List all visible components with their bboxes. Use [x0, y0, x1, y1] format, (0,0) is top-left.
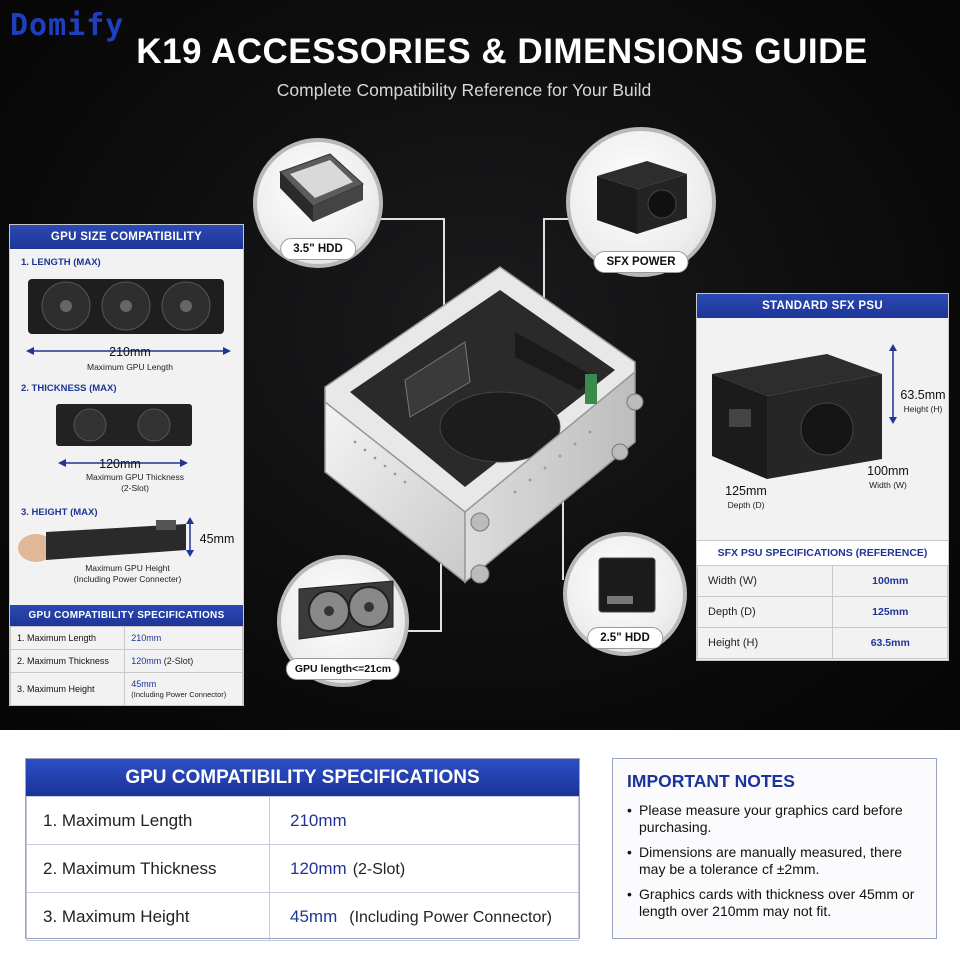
notes-title: IMPORTANT NOTES: [627, 771, 795, 791]
table-row: Depth (D) 125mm: [696, 596, 948, 628]
leader-line: [562, 480, 564, 580]
gpu-height-icon: [18, 520, 186, 562]
gpu-icon: [298, 580, 394, 640]
table-row: 2. Maximum Thickness 120mm (2-Slot): [9, 649, 243, 673]
psu-depth-value: 125mm: [725, 484, 767, 498]
length-value: 210mm: [109, 345, 151, 359]
gpu-mini-spec-table: GPU COMPATIBILITY SPECIFICATIONS 1. Maxi…: [9, 605, 243, 706]
important-notes: IMPORTANT NOTES Please measure your grap…: [612, 758, 937, 939]
sfx-psu-header: STANDARD SFX PSU: [697, 294, 948, 318]
leader-line: [375, 218, 445, 220]
page-title: K19 ACCESSORIES & DIMENSIONS GUIDE: [136, 32, 868, 71]
thickness-label: 2. THICKNESS (MAX): [21, 383, 117, 394]
psu-3d-icon: [712, 354, 882, 479]
table-row: 1. Maximum Length 210mm: [9, 626, 243, 650]
ssd-callout: 2.5" HDD: [563, 532, 687, 656]
sfx-power-callout: SFX POWER: [566, 127, 716, 277]
height-label: 3. HEIGHT (MAX): [21, 507, 98, 518]
length-caption: Maximum GPU Length: [87, 362, 173, 372]
table-row: 3. Maximum Height 45mm(Including Power C…: [26, 892, 579, 941]
gpu-length-icon: [28, 279, 224, 334]
table-row: 2. Maximum Thickness 120mm(2-Slot): [26, 844, 579, 893]
height-value: 45mm: [199, 532, 235, 546]
thickness-caption: Maximum GPU Thickness (2-Slot): [85, 472, 185, 493]
table-row: Height (H) 63.5mm: [696, 627, 948, 659]
table-row: 3. Maximum Height 45mm(Including Power C…: [9, 672, 243, 706]
bottom-section: GPU COMPATIBILITY SPECIFICATIONS 1. Maxi…: [0, 730, 960, 960]
psu-height-value: 63.5mm: [900, 388, 946, 402]
gpu-size-panel: GPU SIZE COMPATIBILITY 1. LENGTH (MAX) 2…: [9, 224, 244, 706]
leader-line: [440, 500, 442, 630]
table-row: 1. Maximum Length 210mm: [26, 796, 579, 845]
leader-line: [443, 218, 445, 328]
page-subtitle: Complete Compatibility Reference for You…: [276, 80, 652, 100]
gpu-thickness-icon: [56, 404, 192, 446]
list-item: Dimensions are manually measured, there …: [627, 844, 922, 878]
hdd-callout: 3.5" HDD: [253, 138, 383, 268]
gpu-callout: GPU length<=21cm: [277, 555, 409, 687]
psu-height-caption: Height (H): [903, 404, 943, 414]
leader-line: [405, 630, 442, 632]
table-row: Width (W) 100mm: [696, 565, 948, 597]
hdd-label: 3.5" HDD: [280, 238, 356, 260]
psu-spec-table: SFX PSU SPECIFICATIONS (REFERENCE) Width…: [696, 540, 948, 659]
psu-spec-header: SFX PSU SPECIFICATIONS (REFERENCE): [697, 540, 948, 565]
thickness-value: 120mm: [99, 457, 141, 471]
psu-width-caption: Width (W): [869, 480, 907, 490]
sfx-psu-panel: STANDARD SFX PSU 63.5mm Height (H) 100mm…: [696, 293, 949, 661]
height-dimension-arrow: [186, 517, 194, 557]
brand-logo: Domify: [10, 8, 125, 43]
list-item: Please measure your graphics card before…: [627, 802, 922, 836]
hero-section: Domify K19 ACCESSORIES & DIMENSIONS GUID…: [0, 0, 960, 730]
gpu-size-header: GPU SIZE COMPATIBILITY: [10, 225, 243, 249]
height-caption: Maximum GPU Height (Including Power Conn…: [73, 563, 182, 584]
gpu-spec-table: GPU COMPATIBILITY SPECIFICATIONS 1. Maxi…: [25, 758, 580, 941]
length-label: 1. LENGTH (MAX): [21, 257, 101, 268]
leader-line: [543, 218, 545, 313]
hdd-icon: [279, 153, 364, 222]
ssd-label: 2.5" HDD: [587, 627, 663, 649]
list-item: Graphics cards with thickness over 45mm …: [627, 886, 922, 920]
length-dimension-arrow: [26, 347, 231, 355]
leader-line: [543, 218, 573, 220]
case-illustration: [324, 266, 644, 584]
ssd-icon: [598, 557, 656, 613]
gpu-label: GPU length<=21cm: [285, 658, 401, 680]
psu-width-value: 100mm: [867, 464, 909, 478]
mini-spec-header: GPU COMPATIBILITY SPECIFICATIONS: [10, 605, 243, 626]
psu-depth-caption: Depth (D): [727, 500, 765, 510]
gpu-spec-header: GPU COMPATIBILITY SPECIFICATIONS: [26, 759, 579, 796]
sfx-power-label: SFX POWER: [593, 251, 689, 273]
thickness-dimension-arrow: [58, 459, 188, 467]
psu-height-arrow: [889, 344, 897, 424]
psu-icon: [597, 161, 687, 234]
